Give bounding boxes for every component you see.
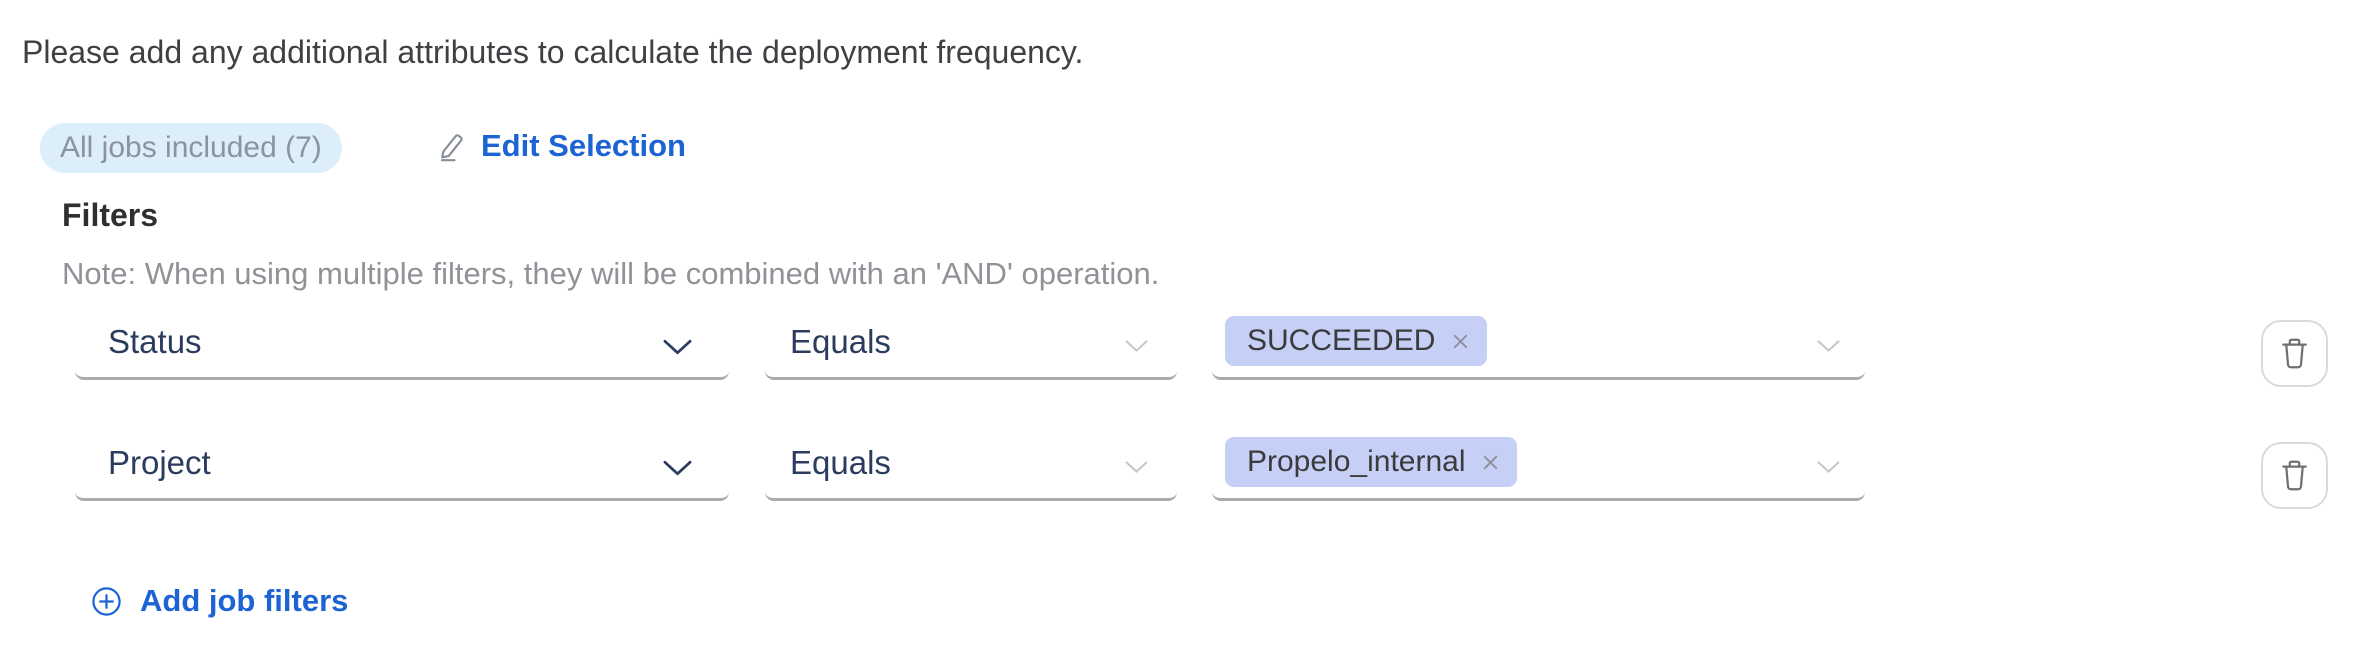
trash-icon	[2282, 338, 2307, 369]
trash-icon	[2282, 460, 2307, 491]
filters-heading: Filters	[62, 197, 159, 233]
remove-tag-icon[interactable]	[1450, 331, 1471, 352]
edit-selection-button[interactable]: Edit Selection	[437, 128, 686, 164]
add-job-filters-button[interactable]: Add job filters	[91, 583, 348, 619]
chevron-down-icon	[1817, 340, 1840, 352]
plus-circle-icon	[92, 586, 121, 616]
operator-select-value: Equals	[790, 323, 891, 360]
attribute-select-value: Project	[108, 444, 211, 481]
chevron-down-icon	[663, 339, 692, 355]
attribute-select-value: Status	[108, 323, 202, 360]
chevron-down-icon	[1125, 340, 1148, 352]
edit-selection-label: Edit Selection	[481, 128, 686, 163]
add-job-filters-label: Add job filters	[140, 583, 349, 618]
operator-select-value: Equals	[790, 444, 891, 481]
chevron-down-icon	[1125, 461, 1148, 473]
value-tag: SUCCEEDED	[1225, 316, 1488, 366]
chevron-down-icon	[663, 460, 692, 476]
chevron-down-icon	[1817, 461, 1840, 473]
jobs-included-badge: All jobs included (7)	[40, 123, 342, 173]
instruction-text: Please add any additional attributes to …	[22, 34, 1084, 70]
filters-note: Note: When using multiple filters, they …	[62, 256, 1160, 291]
delete-filter-button[interactable]	[2261, 442, 2328, 509]
value-multiselect[interactable]: SUCCEEDED	[1212, 316, 1865, 380]
edit-pencil-icon	[440, 133, 463, 161]
value-tag-label: SUCCEEDED	[1247, 324, 1436, 357]
value-tag-label: Propelo_internal	[1247, 445, 1466, 478]
attribute-select[interactable]: Status	[75, 316, 729, 380]
operator-select[interactable]: Equals	[765, 437, 1177, 501]
operator-select[interactable]: Equals	[765, 316, 1177, 380]
value-multiselect[interactable]: Propelo_internal	[1212, 437, 1865, 501]
attribute-select[interactable]: Project	[75, 437, 729, 501]
value-tag: Propelo_internal	[1225, 437, 1518, 487]
delete-filter-button[interactable]	[2261, 320, 2328, 387]
remove-tag-icon[interactable]	[1480, 452, 1501, 473]
